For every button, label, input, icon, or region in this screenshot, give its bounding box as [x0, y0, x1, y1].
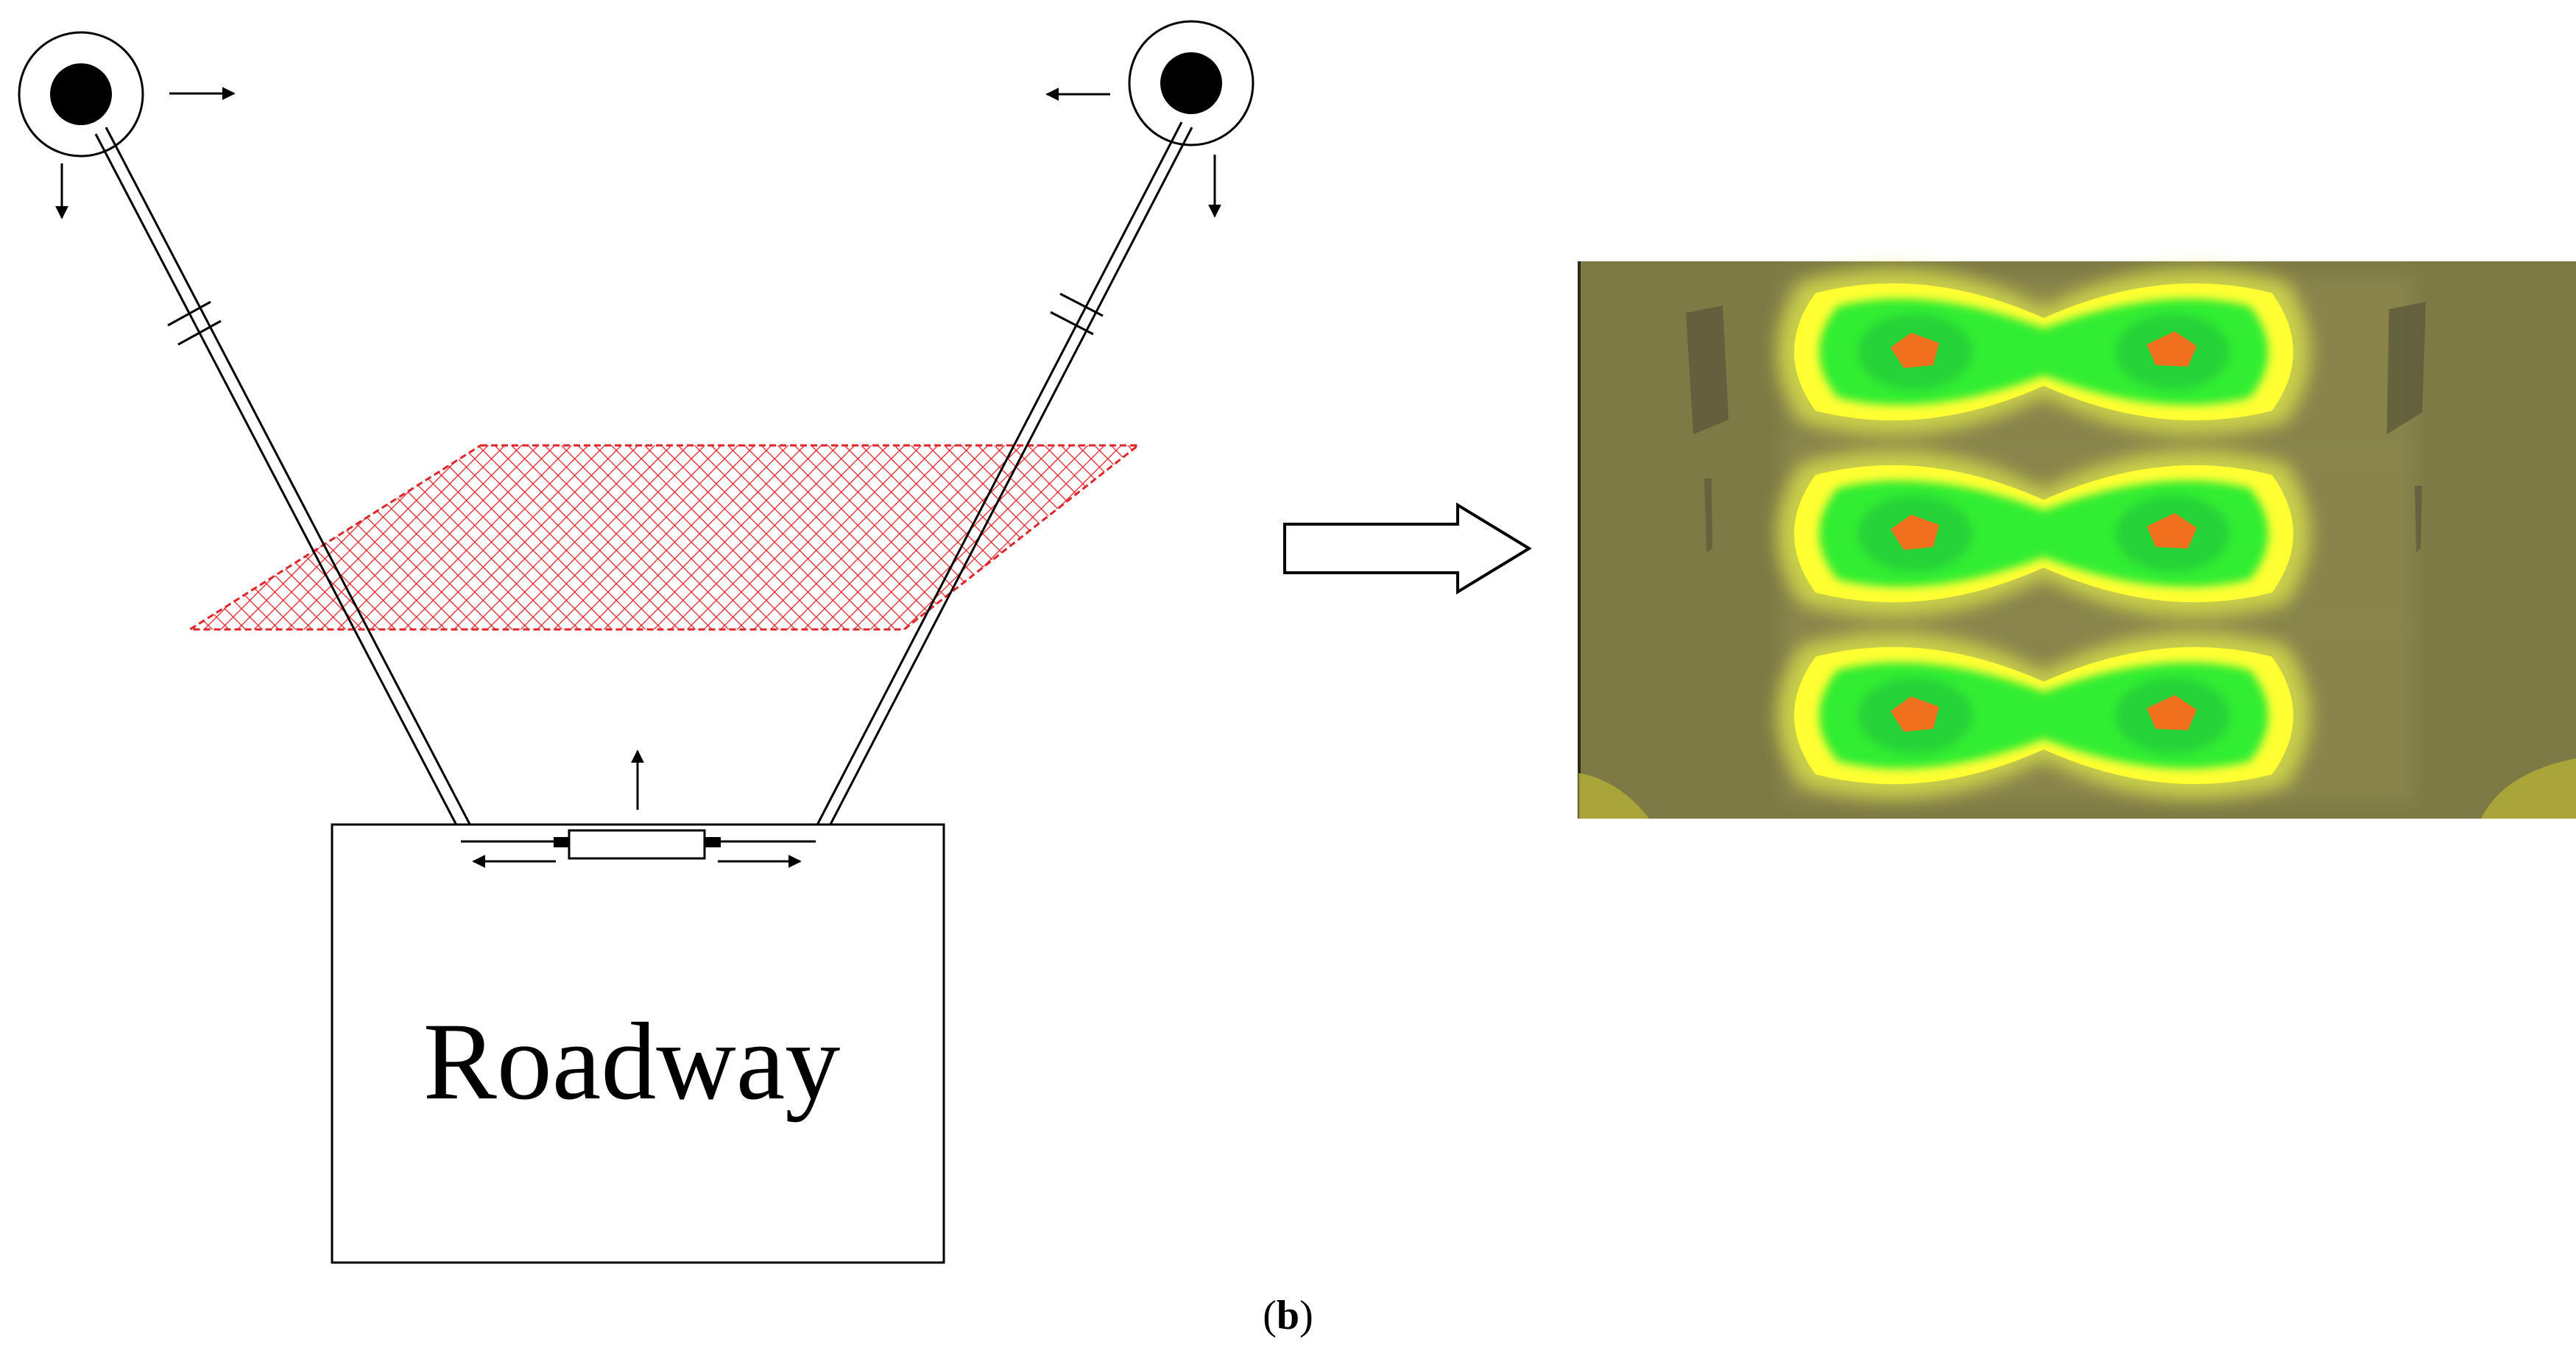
figure-caption: (b) — [1263, 1293, 1313, 1338]
contour-plot — [1578, 261, 2576, 819]
pulley-left-icon — [18, 31, 236, 219]
roadway-box: Roadway — [331, 823, 945, 1264]
rope-right — [811, 121, 1193, 841]
roadway-label: Roadway — [423, 1000, 841, 1123]
transform-arrow-icon — [1283, 502, 1532, 595]
pulley-right-icon — [1045, 20, 1255, 218]
mesh-panel — [186, 444, 1142, 631]
rope-left — [94, 127, 475, 839]
rope-connector — [461, 749, 816, 868]
